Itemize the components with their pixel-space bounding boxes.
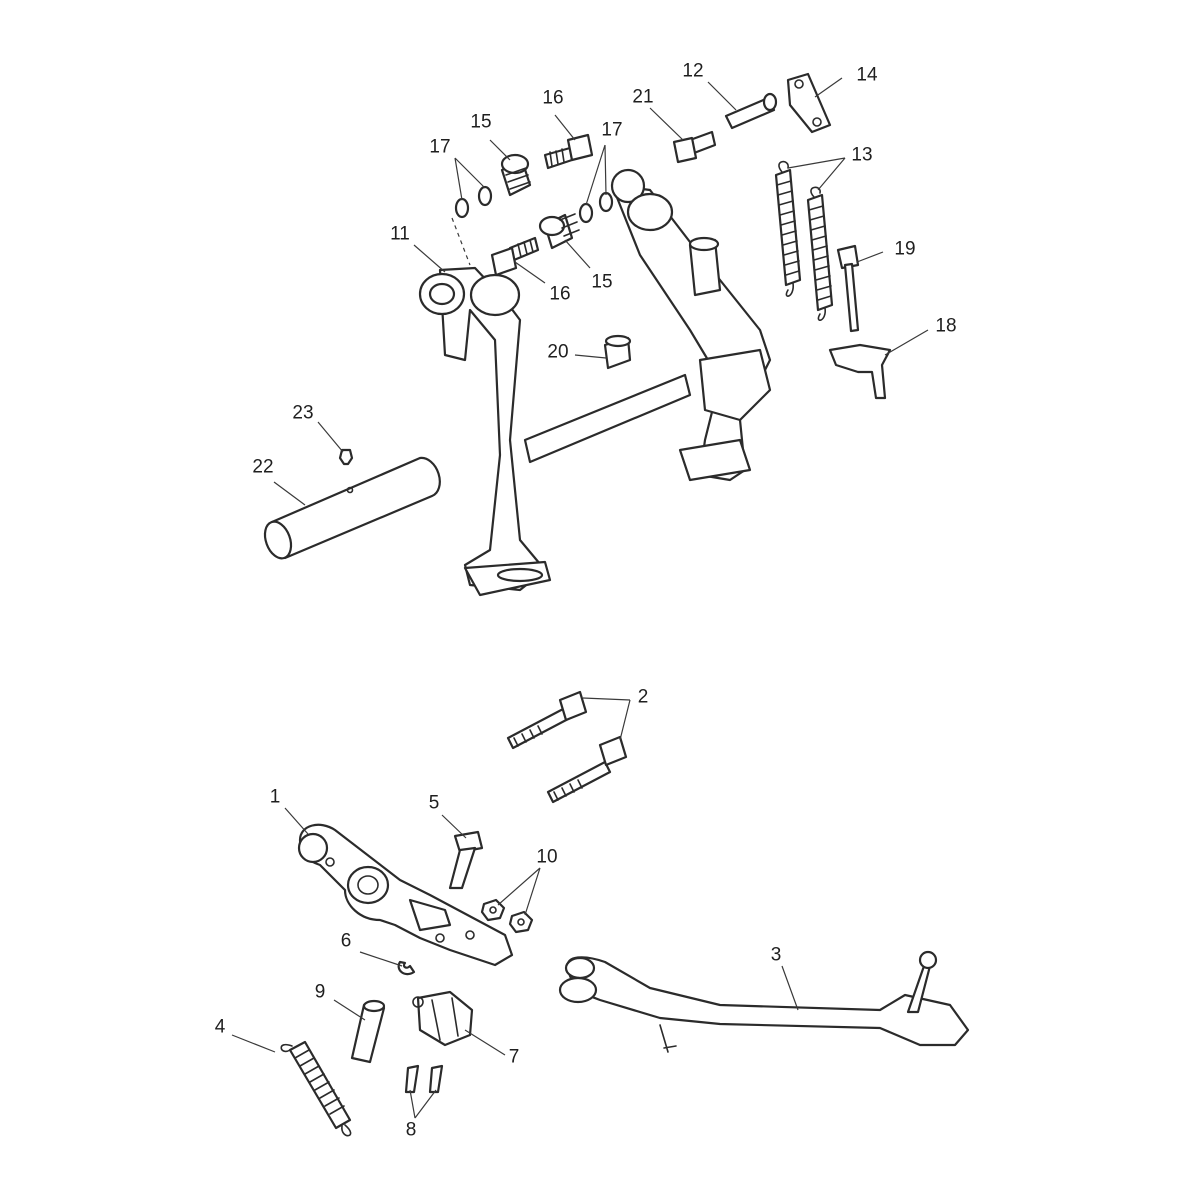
bushing-upper: [500, 153, 532, 197]
callout-6: 6: [340, 930, 352, 952]
callout-19: 19: [894, 238, 916, 260]
spring-4: [280, 1040, 352, 1137]
callout-11: 11: [390, 223, 410, 245]
callout-4: 4: [214, 1016, 226, 1038]
callout-16-lower: 16: [549, 283, 571, 305]
callout-17-right: 17: [601, 119, 623, 141]
callout-15-lower: 15: [591, 271, 613, 293]
bolt-21: [672, 130, 717, 164]
callout-14: 14: [856, 64, 878, 86]
bolt-5: [448, 830, 484, 890]
sensor-bracket: [828, 343, 892, 400]
callout-10: 10: [536, 846, 558, 868]
callout-5: 5: [428, 792, 440, 814]
grease-nipple: [338, 448, 354, 466]
callout-23: 23: [292, 402, 314, 424]
springs: [774, 160, 834, 321]
sidestand-leg: [558, 950, 970, 1053]
rubber-stopper: [603, 334, 632, 370]
callout-7: 7: [508, 1046, 520, 1068]
leader-lines: [231, 77, 929, 1119]
center-stand: [418, 168, 772, 597]
circlip: [397, 960, 416, 976]
pivot-pin: [350, 999, 386, 1064]
callout-21: 21: [632, 86, 654, 108]
bolt-19: [836, 244, 860, 333]
callout-20: 20: [547, 341, 569, 363]
callout-18: 18: [935, 315, 957, 337]
o-rings-right: [578, 191, 614, 224]
callout-17-left: 17: [429, 136, 451, 158]
sidestand-switch: [412, 990, 474, 1047]
sidestand-bracket: [297, 823, 514, 967]
screws: [404, 1064, 444, 1094]
bolt-upper: [543, 133, 594, 170]
callout-2: 2: [637, 686, 649, 708]
callout-16-upper: 16: [542, 87, 564, 109]
bushing-lower: [538, 213, 580, 250]
callout-8: 8: [405, 1119, 417, 1141]
callout-22: 22: [252, 456, 274, 478]
callout-3: 3: [770, 944, 782, 966]
callout-1: 1: [269, 786, 281, 808]
bolts-2: [506, 690, 628, 804]
pipe: [263, 456, 441, 560]
callout-15-upper: 15: [470, 111, 492, 133]
spring-pin: [724, 92, 778, 130]
bolt-lower: [490, 236, 540, 277]
o-rings-left: [454, 185, 493, 219]
callout-12: 12: [682, 60, 704, 82]
callout-9: 9: [314, 981, 326, 1003]
callout-13: 13: [851, 144, 873, 166]
mounting-plate: [786, 72, 832, 134]
